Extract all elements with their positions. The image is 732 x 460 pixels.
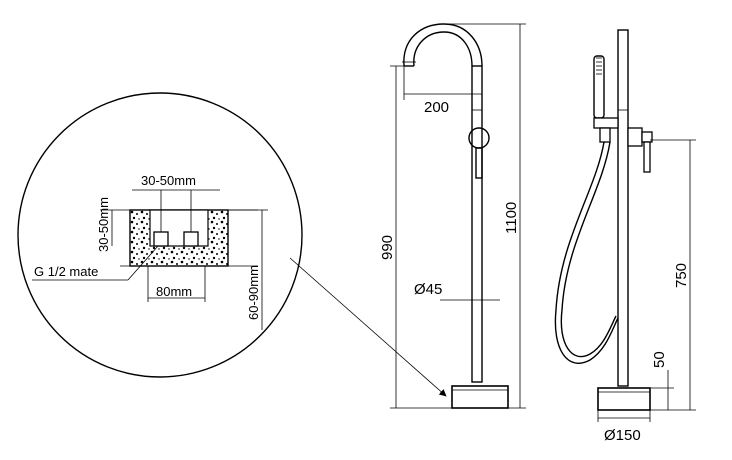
detail-circle xyxy=(17,92,303,378)
depth-range-label: 30-50mm xyxy=(96,197,111,252)
side-base xyxy=(597,387,651,411)
wall-section xyxy=(100,209,258,267)
fitting-right xyxy=(183,190,199,247)
detail-view: 30-50mm 30-50mm G 1/2 mate 80mm 60-90mm xyxy=(17,92,447,397)
side-view: 750 50 Ø150 xyxy=(554,29,696,444)
recess-label: 60-90mm xyxy=(246,265,261,320)
pipe-diameter-label: Ø45 xyxy=(414,281,442,298)
main-column xyxy=(471,65,483,383)
handle-height-label: 750 xyxy=(673,263,690,288)
front-view: 200 990 1100 Ø45 xyxy=(379,23,526,409)
side-column xyxy=(617,29,629,387)
front-base xyxy=(451,385,509,409)
spacing-label: 80mm xyxy=(156,284,192,299)
base-height-label: 50 xyxy=(651,351,668,368)
width-range-label: 30-50mm xyxy=(141,173,196,188)
height-to-spout-label: 990 xyxy=(379,235,396,260)
total-height-label: 1100 xyxy=(503,202,520,234)
spout-reach-label: 200 xyxy=(424,99,449,116)
connection-label: G 1/2 mate xyxy=(34,264,98,279)
hand-shower xyxy=(593,55,605,119)
detail-callout-arrow xyxy=(289,257,447,397)
fitting-left xyxy=(153,190,169,247)
shower-hose xyxy=(554,141,619,364)
base-diameter-label: Ø150 xyxy=(604,427,641,444)
